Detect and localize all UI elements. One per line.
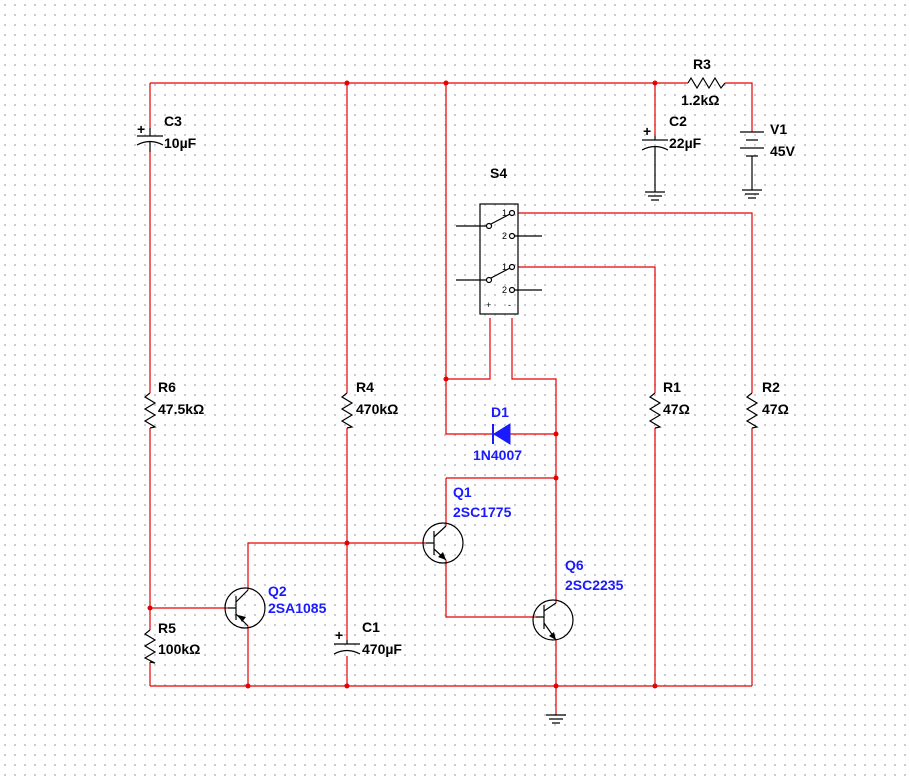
r4-ref: R4 (356, 379, 374, 395)
q6-ref: Q6 (565, 557, 584, 573)
resistor-r2[interactable]: R2 47Ω (745, 379, 789, 429)
r2-ref: R2 (762, 379, 780, 395)
q6-value: 2SC2235 (565, 577, 624, 593)
battery-v1[interactable]: V1 45V (740, 121, 796, 199)
capacitor-c2[interactable]: + C2 22µF (641, 113, 702, 201)
d1-value: 1N4007 (473, 447, 522, 463)
resistor-r6[interactable]: R6 47.5kΩ (143, 379, 204, 429)
c3-value: 10µF (164, 135, 197, 151)
s4-pin-2b: 2 (502, 285, 507, 295)
q2-ref: Q2 (268, 583, 287, 599)
c2-value: 22µF (669, 135, 702, 151)
s4-pin-1b: 1 (502, 262, 507, 272)
d1-ref: D1 (491, 404, 509, 420)
c1-ref: C1 (362, 619, 380, 635)
diode-d1[interactable]: D1 1N4007 (473, 404, 522, 463)
transistor-q2[interactable]: Q2 2SA1085 (224, 583, 327, 629)
v1-ref: V1 (770, 121, 787, 137)
r5-value: 100kΩ (158, 641, 200, 657)
r1-value: 47Ω (663, 401, 690, 417)
q1-value: 2SC1775 (453, 504, 512, 520)
resistor-r5[interactable]: R5 100kΩ (143, 620, 200, 664)
resistor-r4[interactable]: R4 470kΩ (340, 379, 398, 429)
c2-ref: C2 (669, 113, 687, 129)
r4-value: 470kΩ (356, 401, 398, 417)
s4-pin-2a: 2 (502, 231, 507, 241)
c1-value: 470µF (362, 641, 402, 657)
transistor-q6[interactable]: Q6 2SC2235 (532, 557, 624, 641)
r2-value: 47Ω (762, 401, 789, 417)
c3-polarity: + (137, 121, 145, 137)
junctions (147, 80, 658, 689)
wires (149, 82, 753, 715)
s4-pin-plus: + (486, 300, 491, 310)
r6-ref: R6 (158, 379, 176, 395)
r5-ref: R5 (158, 620, 176, 636)
r1-ref: R1 (663, 379, 681, 395)
r3-value: 1.2kΩ (681, 92, 719, 108)
v1-value: 45V (770, 143, 796, 159)
resistor-r1[interactable]: R1 47Ω (648, 379, 690, 429)
capacitor-c1[interactable]: + C1 470µF (333, 619, 402, 657)
q1-ref: Q1 (453, 484, 472, 500)
c3-ref: C3 (164, 113, 182, 129)
transistor-q1[interactable]: Q1 2SC1775 (422, 484, 512, 564)
c2-polarity: + (643, 123, 651, 139)
r3-ref: R3 (693, 56, 711, 72)
resistor-r3[interactable]: R3 1.2kΩ (681, 56, 726, 108)
s4-pin-1a: 1 (502, 208, 507, 218)
switch-s4[interactable]: 1 2 1 2 + - S4 (456, 165, 542, 315)
r6-value: 47.5kΩ (158, 401, 204, 417)
c1-polarity: + (335, 627, 343, 643)
q2-value: 2SA1085 (268, 600, 327, 616)
capacitor-c3[interactable]: + C3 10µF (136, 113, 197, 152)
ground-symbol (546, 714, 566, 724)
s4-ref: S4 (490, 165, 507, 181)
s4-pin-minus: - (508, 300, 511, 310)
